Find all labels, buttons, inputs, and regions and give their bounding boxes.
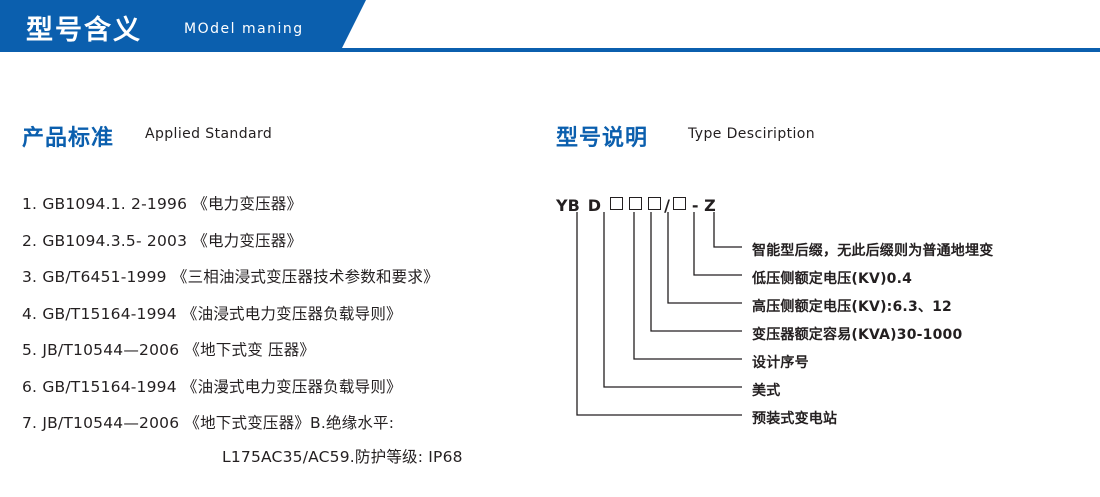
code-box-2 xyxy=(629,197,643,210)
annotation-design-number: 设计序号 xyxy=(752,355,809,371)
annotation-capacity: 变压器额定容易(KVA)30-1000 xyxy=(752,327,963,343)
annotation-hv-voltage: 高压侧额定电压(KV):6.3、12 xyxy=(752,299,952,315)
type-heading-en: Type Desciription xyxy=(688,126,816,142)
annotation-prefab-substation: 预装式变电站 xyxy=(752,411,838,427)
list-item: 4. GB/T15164-1994 《油浸式电力变压器负载导则》 xyxy=(22,304,402,323)
page-title-en: MOdel maning xyxy=(184,21,304,37)
list-item: 5. JB/T10544—2006 《地下式变 压器》 xyxy=(22,341,316,359)
type-code: YB D / - Z xyxy=(556,196,716,215)
list-item: 1. GB1094.1. 2-1996 《电力变压器》 xyxy=(22,195,303,213)
code-box-4 xyxy=(672,197,686,210)
annotation-smart-suffix: 智能型后缀，无此后缀则为普通地埋变 xyxy=(752,243,994,259)
page-title-cn: 型号含义 xyxy=(26,15,142,46)
list-item: 2. GB1094.3.5- 2003 《电力变压器》 xyxy=(22,231,303,250)
annotation-lv-voltage: 低压侧额定电压(KV)0.4 xyxy=(752,271,913,287)
code-suffix: - Z xyxy=(691,196,716,215)
banner-shape xyxy=(0,0,366,52)
standards-list-continuation: L175AC35/AC59.防护等级: IP68 xyxy=(222,448,463,466)
code-box-1 xyxy=(610,197,624,210)
header-banner: 型号含义 MOdel maning xyxy=(0,0,1100,52)
type-heading-cn: 型号说明 xyxy=(556,126,649,151)
list-item: 3. GB/T6451-1999 《三相油浸式变压器技术参数和要求》 xyxy=(22,268,439,286)
banner-underline xyxy=(0,48,1100,52)
code-prefix-d: D xyxy=(587,196,602,215)
standards-heading-en: Applied Standard xyxy=(145,126,273,142)
code-prefix-yb: YB xyxy=(556,196,580,215)
standards-heading-cn: 产品标准 xyxy=(22,126,115,151)
code-box-3 xyxy=(648,197,662,210)
standards-list: 1. GB1094.1. 2-1996 《电力变压器》 2. GB1094.3.… xyxy=(22,192,542,448)
annotation-american-style: 美式 xyxy=(752,383,781,399)
list-item: 7. JB/T10544—2006 《地下式变压器》B.绝缘水平: xyxy=(22,414,395,432)
code-slash: / xyxy=(664,196,670,215)
list-item: 6. GB/T15164-1994 《油漫式电力变压器负载导则》 xyxy=(22,377,402,396)
